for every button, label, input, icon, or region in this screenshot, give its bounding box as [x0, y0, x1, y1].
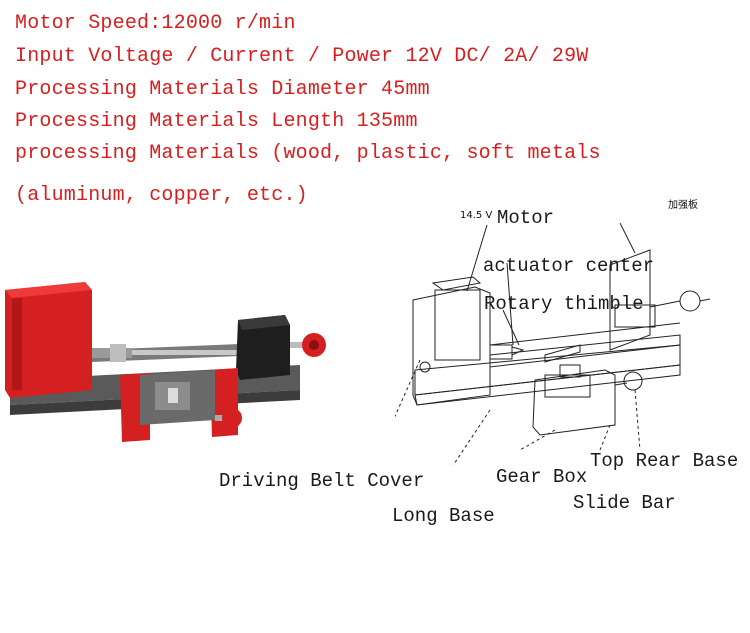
label-long-base: Long Base	[392, 505, 495, 527]
lathe-diagram	[395, 222, 711, 465]
spec-materials: processing Materials (wood, plastic, sof…	[15, 142, 601, 165]
label-driving-belt-cover: Driving Belt Cover	[219, 470, 425, 492]
voltage-mark: 14.5 V	[460, 210, 493, 221]
label-top-rear-base: Top Rear Base	[590, 450, 739, 472]
plate-label: 加强板	[668, 200, 698, 211]
label-rotary-thimble: Rotary thimble	[484, 293, 644, 315]
label-slide-bar: Slide Bar	[573, 492, 676, 514]
lathe-photo	[5, 282, 326, 442]
spec-diameter: Processing Materials Diameter 45mm	[15, 78, 430, 101]
spec-motor-speed: Motor Speed:12000 r/min	[15, 12, 296, 35]
label-gear-box: Gear Box	[496, 466, 588, 488]
label-actuator-center: actuator center	[483, 255, 655, 277]
label-motor: Motor	[497, 207, 555, 229]
spec-materials-cont: (aluminum, copper, etc.)	[15, 184, 308, 207]
spec-length: Processing Materials Length 135mm	[15, 110, 418, 133]
spec-input-power: Input Voltage / Current / Power 12V DC/ …	[15, 45, 589, 68]
